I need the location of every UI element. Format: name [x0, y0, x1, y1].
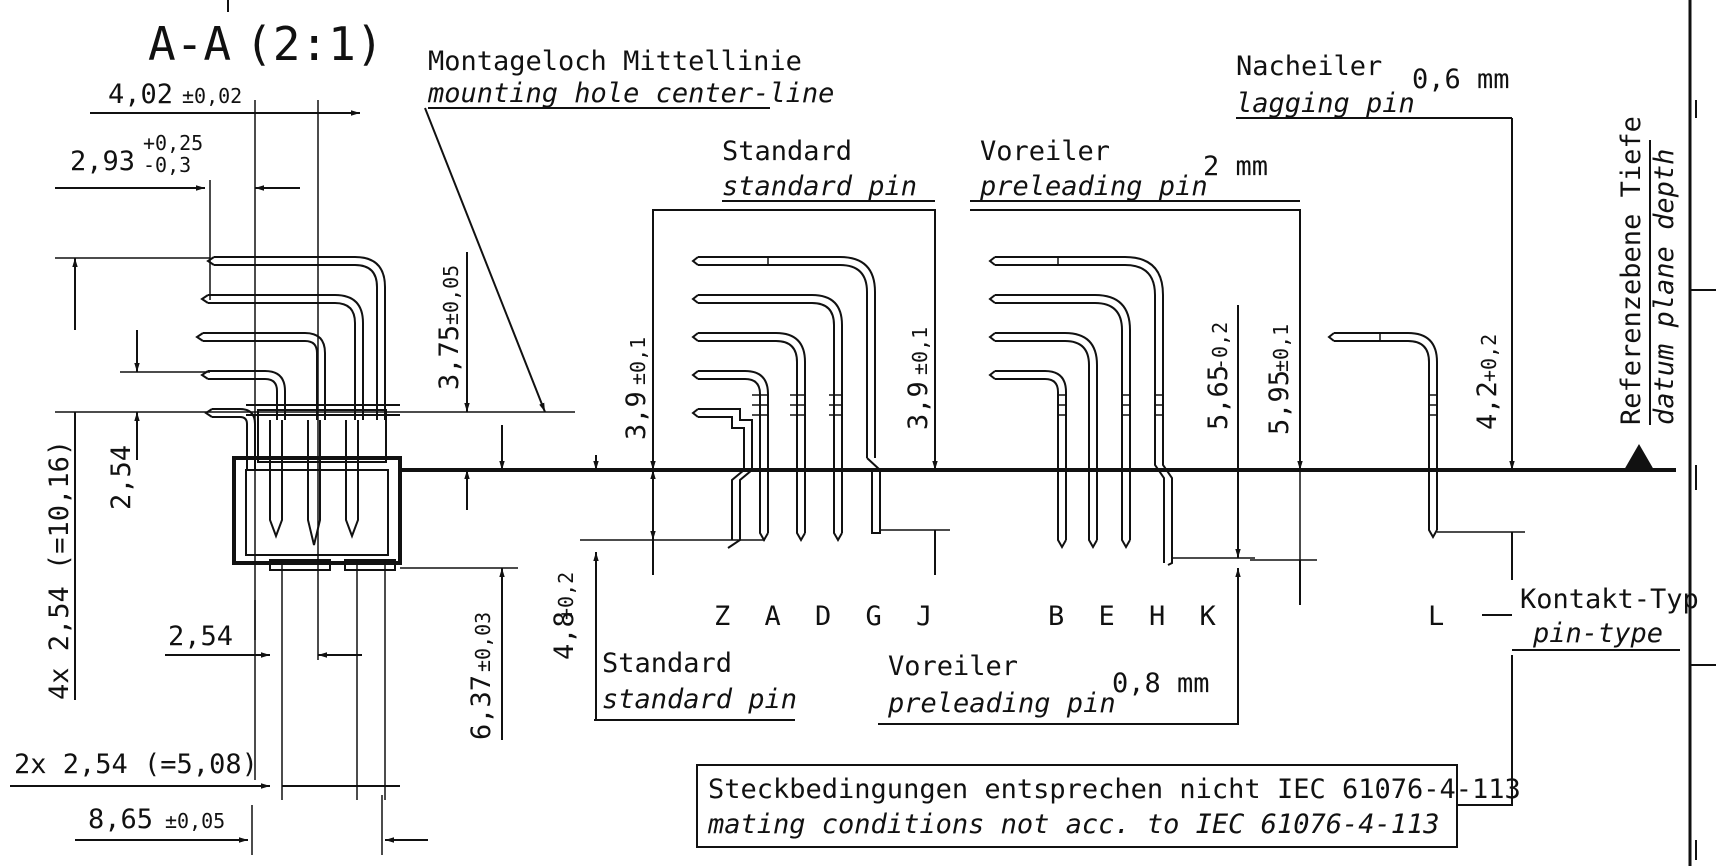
standard-bottom-de: Standard	[602, 648, 732, 679]
std-pin-3	[698, 332, 806, 533]
pre-pin-2	[995, 294, 1131, 540]
standard-bottom-callout: Standard standard pin	[594, 648, 797, 721]
bent-pin-4	[208, 370, 286, 420]
preleading-bottom-en: preleading pin	[887, 688, 1116, 719]
preleading-bottom-de: Voreiler	[888, 651, 1018, 682]
dim-375: 3,75	[434, 325, 465, 390]
datum-de: Referenzebene Tiefe	[1616, 116, 1647, 425]
dim-402-tol: ±0,02	[182, 84, 242, 108]
datum-triangle-icon	[1624, 444, 1654, 470]
drawing-border	[1688, 0, 1716, 866]
left-dimensions: 4,02 ±0,02 2,93 +0,25 -0,3 4x 2,54 (=10,…	[10, 79, 540, 855]
dim-293-tol-lower: -0,3	[143, 153, 191, 177]
dim-595-tol: ±0,1	[1269, 324, 1293, 372]
press-pin-2	[307, 420, 321, 546]
standard-top-de: Standard	[722, 136, 852, 167]
dim-293: 2,93	[70, 146, 135, 177]
dim-595: 5,95	[1264, 370, 1295, 435]
dim-39-right: 3,9	[903, 381, 934, 430]
contact-type-row: Z A D G J B E H K L Kontakt-Typ pin-type	[714, 584, 1699, 651]
dim-39-left-tol: ±0,1	[626, 337, 650, 385]
standard-top-en: standard pin	[722, 171, 917, 202]
preleading-top-en: preleading pin	[979, 171, 1208, 202]
contact-type-en: pin-type	[1532, 618, 1663, 649]
contact-group-1: Z A D G J	[714, 601, 932, 632]
pre-pin-1	[995, 256, 1173, 566]
pre-pin-4	[995, 370, 1067, 540]
preleading-bottom-value: 0,8 mm	[1112, 668, 1210, 699]
pin-group-preleading: Voreiler preleading pin 2 mm 5,65 -0,2 5…	[970, 136, 1317, 605]
std-pin-5	[698, 408, 753, 549]
pin-group-standard: Standard standard pin 3,9 ±	[549, 136, 950, 720]
dim-293-tol-upper: +0,25	[143, 131, 203, 155]
lagging-value: 0,6 mm	[1412, 64, 1510, 95]
datum-label: Referenzebene Tiefe datum plane depth	[1616, 116, 1680, 425]
bent-pin-2	[208, 294, 364, 420]
dim-42: 4,2	[1472, 381, 1503, 430]
dim-48: 4,8	[549, 611, 580, 660]
lag-pin	[1334, 332, 1438, 530]
dim-565-tol: -0,2	[1208, 322, 1232, 370]
bent-pin-1	[214, 256, 386, 420]
dim-565: 5,65	[1203, 365, 1234, 430]
housing-outline	[232, 456, 402, 565]
dim-42-tol: +0,2	[1477, 334, 1501, 382]
dim-254-vert: 2,54	[106, 445, 137, 510]
contact-group-2: B E H K	[1048, 601, 1217, 632]
dim-402: 4,02	[108, 79, 173, 110]
mounting-hole-callout: Montageloch Mittellinie mounting hole ce…	[400, 46, 834, 413]
section-title: A-A (2:1)	[148, 0, 383, 71]
pin-group-lagging: Nacheiler lagging pin 0,6 mm 4,2 +0,2	[1236, 51, 1525, 580]
standard-bottom-en: standard pin	[602, 684, 797, 715]
press-pin-3	[345, 420, 359, 539]
preleading-bottom-callout: Voreiler preleading pin 0,8 mm	[878, 568, 1241, 725]
dim-254-horiz: 2,54	[168, 621, 233, 652]
dim-375-tol: ±0,05	[439, 265, 463, 325]
contact-type-de: Kontakt-Typ	[1520, 584, 1699, 615]
bent-pin-3	[203, 332, 326, 420]
lagging-en: lagging pin	[1236, 88, 1415, 119]
section-scale: (2:1)	[245, 17, 383, 71]
section-label: A-A	[148, 17, 231, 71]
pre-pin-3	[995, 332, 1098, 540]
press-pin-1	[269, 420, 283, 539]
dim-637: 6,37	[466, 675, 497, 740]
contact-group-3: L	[1428, 601, 1444, 632]
dim-1016: 4x 2,54 (=10,16)	[44, 440, 75, 700]
dim-39-left: 3,9	[621, 391, 652, 440]
housing-inner	[245, 469, 389, 556]
dim-637-tol: ±0,03	[471, 612, 495, 672]
std-pin-2	[698, 294, 843, 533]
datum-en: datum plane depth	[1649, 149, 1680, 425]
dim-48-tol: +0,2	[554, 572, 578, 620]
note-de: Steckbedingungen entsprechen nicht IEC 6…	[708, 774, 1521, 805]
dim-508: 2x 2,54 (=5,08)	[14, 749, 258, 780]
dim-865-tol: ±0,05	[165, 809, 225, 833]
std-pin-4	[698, 370, 769, 533]
mounting-hole-en: mounting hole center-line	[427, 78, 834, 109]
lagging-de: Nacheiler	[1236, 51, 1382, 82]
dim-39-right-tol: ±0,1	[908, 327, 932, 375]
note-en: mating conditions not acc. to IEC 61076-…	[707, 809, 1440, 840]
note-box: Steckbedingungen entsprechen nicht IEC 6…	[696, 655, 1521, 848]
mounting-hole-de: Montageloch Mittellinie	[428, 46, 802, 77]
std-pin-1	[698, 256, 876, 458]
preleading-top-de: Voreiler	[980, 136, 1110, 167]
housing-top-block	[257, 409, 387, 463]
reference-plane	[400, 444, 1676, 472]
preleading-top-value: 2 mm	[1203, 151, 1268, 182]
dim-865: 8,65	[88, 804, 153, 835]
connector-section-view	[195, 256, 402, 571]
